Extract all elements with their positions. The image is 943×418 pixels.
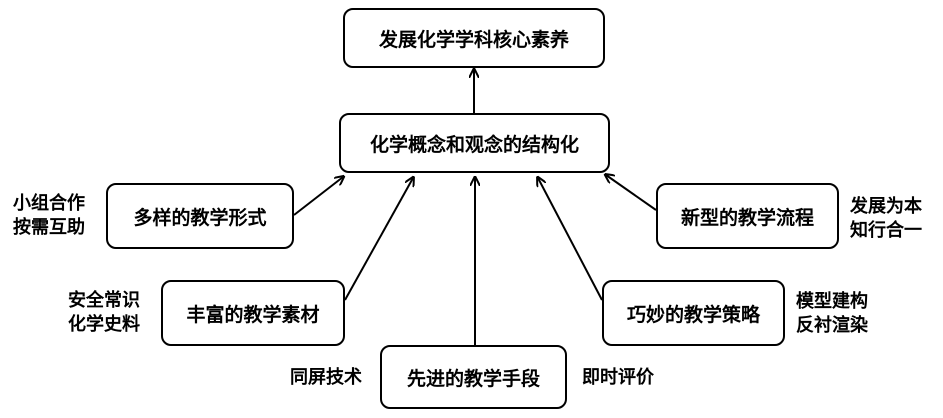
process-note-line-2: 知行合一 (850, 220, 922, 241)
strategy-note-line-2: 反衬渲染 (796, 315, 868, 336)
goal-box: 发展化学学科核心素养 (343, 8, 605, 68)
arrow-forms-to-center (293, 177, 343, 216)
center-box: 化学概念和观念的结构化 (339, 113, 610, 173)
strategy-note-line-1: 模型建构 (796, 291, 868, 312)
forms-note: 小组合作 按需互助 (13, 192, 85, 240)
means-note-right: 即时评价 (582, 367, 654, 388)
materials-box: 丰富的教学素材 (161, 280, 345, 346)
materials-note-line-2: 化学史料 (68, 314, 140, 335)
process-note: 发展为本 知行合一 (850, 195, 922, 243)
process-note-line-1: 发展为本 (850, 196, 922, 217)
strategy-box: 巧妙的教学策略 (602, 280, 785, 346)
forms-box: 多样的教学形式 (106, 183, 294, 249)
means-note-left: 同屏技术 (290, 367, 362, 388)
forms-note-line-2: 按需互助 (13, 217, 85, 238)
strategy-note: 模型建构 反衬渲染 (796, 290, 868, 338)
arrow-strategy-to-center (538, 178, 603, 301)
arrow-materials-to-center (344, 178, 413, 301)
materials-note: 安全常识 化学史料 (68, 289, 140, 337)
process-box: 新型的教学流程 (656, 183, 839, 249)
forms-note-line-1: 小组合作 (13, 193, 85, 214)
means-box: 先进的教学手段 (380, 345, 567, 409)
arrow-process-to-center (606, 175, 657, 211)
materials-note-line-1: 安全常识 (68, 290, 140, 311)
